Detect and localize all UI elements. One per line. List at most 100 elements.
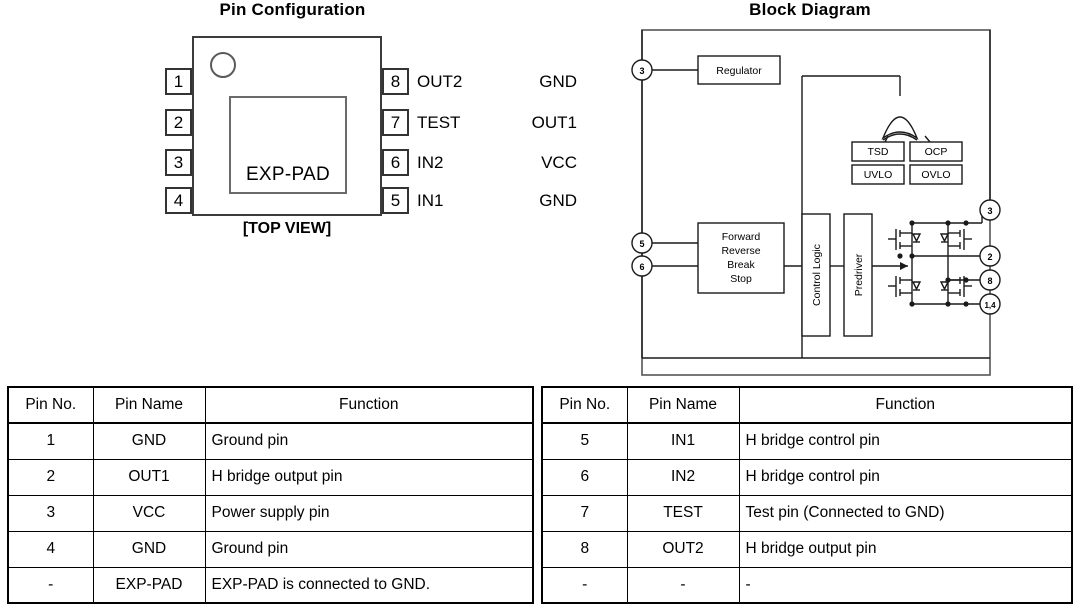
exposed-pad-region: EXP-PAD [229,96,347,194]
mode-line-2: Reverse [721,245,760,257]
cell-function: H bridge output pin [738,530,1073,568]
pin-label-5: IN1 [417,191,444,210]
pin-label-6: IN2 [417,153,444,172]
cell-pin-no: 7 [541,494,628,532]
cell-function: Power supply pin [204,494,534,532]
pin-node-2 [979,245,1001,267]
regulator-label: Regulator [716,65,762,77]
cell-pin-no: 5 [541,423,628,460]
table-row: 4 GND Ground pin [7,530,534,568]
uvlo-label: UVLO [864,169,893,181]
pin-node-8-label: 8 [987,276,992,286]
pin-pad-7: 7 [382,109,409,136]
pin-pad-3: 3 [165,149,192,176]
cell-pin-name: GND [92,423,206,460]
cell-function: H bridge output pin [204,458,534,496]
pin-label-7: TEST [417,113,461,132]
mode-line-3: Break [727,259,755,271]
mode-line-4: Stop [730,273,752,285]
block-diagram: Regulator Forward Reverse Break Stop TSD… [600,18,1070,378]
pin-pad-8: 8 [382,68,409,95]
pin-pad-2: 2 [165,109,192,136]
pin-configuration-title: Pin Configuration [219,0,366,19]
pin-node-3-out [979,199,1001,221]
cell-function: EXP-PAD is connected to GND. [204,566,534,604]
table-row: 8 OUT2 H bridge output pin [541,530,1073,568]
pin-node-8 [979,269,1001,291]
package-outline: EXP-PAD [192,36,382,216]
pin-node-1-4 [979,293,1001,315]
table-row: 5 IN1 H bridge control pin [541,423,1073,460]
pin-node-3-label: 3 [639,66,644,76]
cell-pin-no: 1 [7,423,94,460]
cell-function: - [738,566,1073,604]
table-row: - - - [541,566,1073,604]
pin-node-6 [631,255,653,277]
table-row: 2 OUT1 H bridge output pin [7,458,534,496]
pin-label-4: GND [539,191,577,210]
top-view-label: [TOP VIEW] [242,220,332,237]
cell-pin-no: 4 [7,530,94,568]
header-pin-name: Pin Name [626,386,740,424]
cell-pin-name: TEST [626,494,740,532]
cell-function: Ground pin [204,423,534,460]
cell-pin-name: IN2 [626,458,740,496]
table-row: 1 GND Ground pin [7,423,534,460]
pin-label-3: VCC [541,153,577,172]
cell-pin-name: GND [92,530,206,568]
cell-pin-name: IN1 [626,423,740,460]
pin-pad-6: 6 [382,149,409,176]
table-row: 7 TEST Test pin (Connected to GND) [541,494,1073,532]
table-header-row: Pin No. Pin Name Function [7,386,534,424]
header-pin-name: Pin Name [92,386,206,424]
tsd-label: TSD [868,146,889,158]
cell-pin-name: VCC [92,494,206,532]
header-function: Function [204,386,534,424]
cell-pin-no: 2 [7,458,94,496]
table-row: 6 IN2 H bridge control pin [541,458,1073,496]
cell-function: H bridge control pin [738,458,1073,496]
cell-pin-no: - [541,566,628,604]
ocp-label: OCP [925,146,948,158]
cell-pin-no: 8 [541,530,628,568]
cell-function: Test pin (Connected to GND) [738,494,1073,532]
exposed-pad-label: EXP-PAD [245,164,331,185]
table-row: - EXP-PAD EXP-PAD is connected to GND. [7,566,534,604]
cell-pin-name: OUT2 [626,530,740,568]
pin-node-3out-label: 3 [987,206,992,216]
ovlo-label: OVLO [921,169,950,181]
pin-label-8: OUT2 [417,72,463,91]
block-diagram-title: Block Diagram [749,0,871,19]
header-function: Function [738,386,1073,424]
pin-pad-5: 5 [382,187,409,214]
pin-node-2-label: 2 [987,252,992,262]
pin-function-table-right: Pin No. Pin Name Function 5 IN1 H bridge… [541,386,1073,604]
pin1-indicator-dot [210,52,236,78]
cell-pin-no: 3 [7,494,94,532]
cell-pin-no: 6 [541,458,628,496]
pin-node-3 [631,59,653,81]
control-logic-label: Control Logic [811,244,823,306]
table-row: 3 VCC Power supply pin [7,494,534,532]
cell-function: H bridge control pin [738,423,1073,460]
predriver-label: Predriver [853,253,865,296]
pin-pad-4: 4 [165,187,192,214]
pin-node-14-label: 1,4 [984,301,996,310]
pin-function-table-left: Pin No. Pin Name Function 1 GND Ground p… [7,386,534,604]
cell-pin-name: OUT1 [92,458,206,496]
header-pin-no: Pin No. [7,386,94,424]
cell-pin-name: - [626,566,740,604]
cell-pin-name: EXP-PAD [92,566,206,604]
table-header-row: Pin No. Pin Name Function [541,386,1073,424]
pin-label-2: OUT1 [531,113,577,132]
pin-configuration-diagram: EXP-PAD 1 GND 2 OUT1 3 VCC 4 GND 8 OUT2 … [0,22,585,272]
pin-node-5-label: 5 [639,239,644,249]
header-pin-no: Pin No. [541,386,628,424]
mode-line-1: Forward [722,231,761,243]
cell-pin-no: - [7,566,94,604]
pin-pad-1: 1 [165,68,192,95]
pin-node-5 [631,232,653,254]
pin-node-6-label: 6 [639,262,644,272]
cell-function: Ground pin [204,530,534,568]
pin-label-1: GND [539,72,577,91]
